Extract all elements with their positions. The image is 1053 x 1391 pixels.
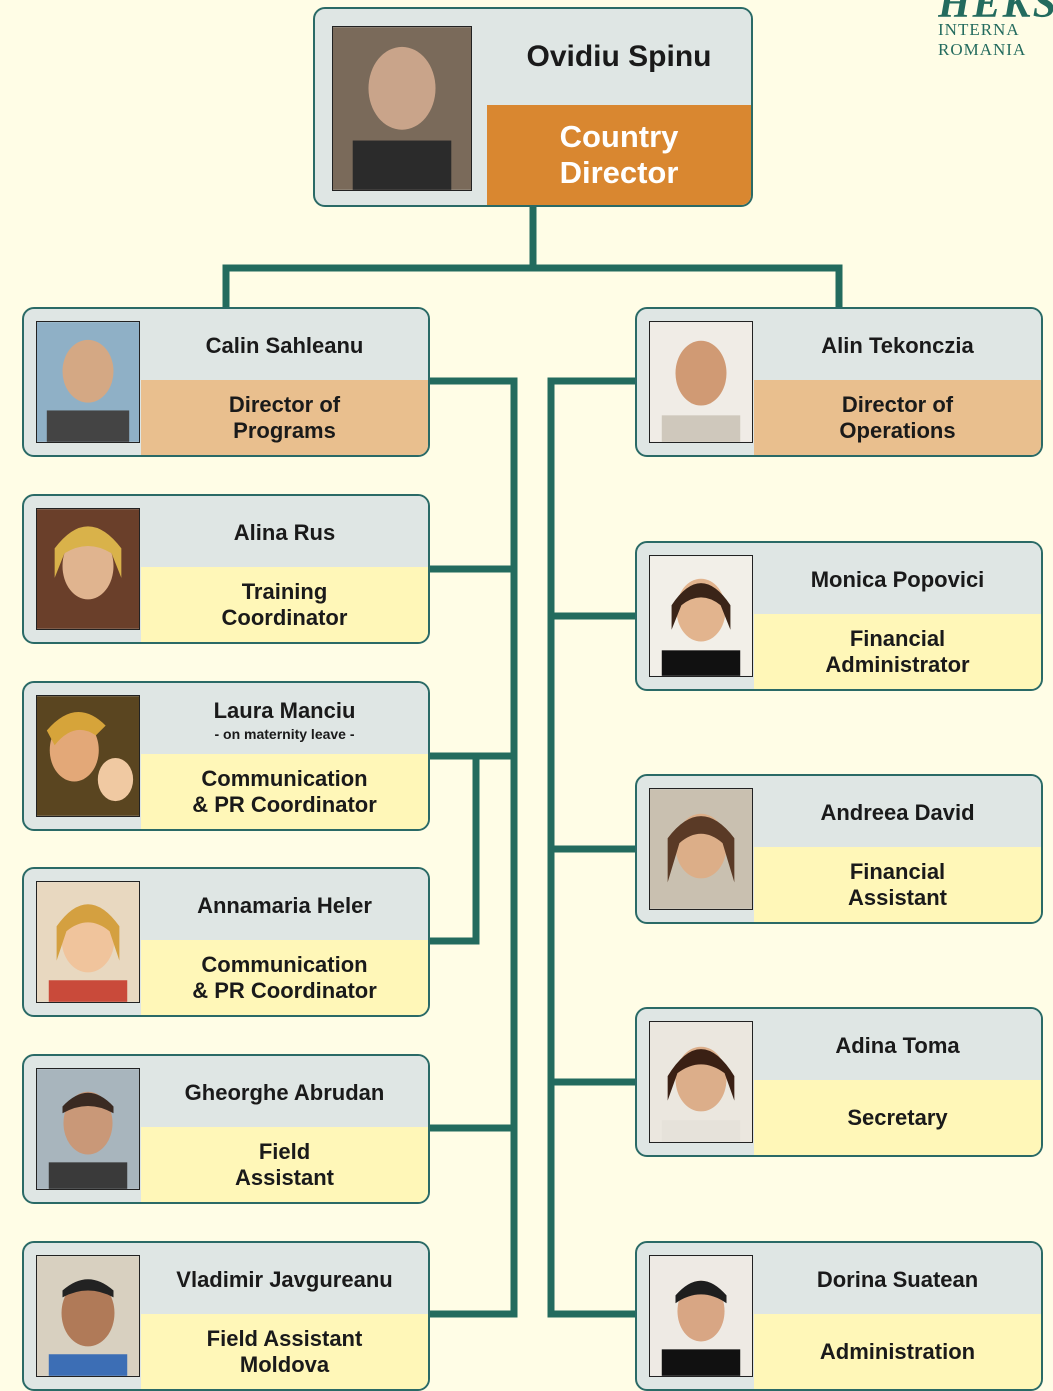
portrait-icon bbox=[37, 696, 139, 816]
person-photo bbox=[649, 555, 753, 677]
person-role: Training Coordinator bbox=[141, 567, 428, 642]
person-photo bbox=[649, 321, 753, 443]
person-role: Director of Programs bbox=[141, 380, 428, 455]
person-name: Vladimir Javgureanu bbox=[141, 1243, 428, 1318]
person-photo bbox=[36, 1255, 140, 1377]
right-card-0: Alin Tekonczia Director of Operations bbox=[635, 307, 1043, 457]
person-note: - on maternity leave - bbox=[214, 725, 355, 742]
person-role: Financial Administrator bbox=[754, 614, 1041, 689]
right-card-1: Monica Popovici Financial Administrator bbox=[635, 541, 1043, 691]
person-role: Secretary bbox=[754, 1080, 1041, 1155]
person-name: Calin Sahleanu bbox=[141, 309, 428, 384]
person-name: Alina Rus bbox=[141, 496, 428, 571]
left-card-4: Gheorghe Abrudan Field Assistant bbox=[22, 1054, 430, 1204]
person-photo bbox=[36, 1068, 140, 1190]
person-photo bbox=[36, 508, 140, 630]
portrait-icon bbox=[37, 509, 139, 629]
person-name: Laura Manciu - on maternity leave - bbox=[141, 683, 428, 758]
brand-logo: HEKS INTERNA ROMANIA bbox=[938, 0, 1053, 70]
portrait-icon bbox=[650, 556, 752, 676]
right-card-2: Andreea David Financial Assistant bbox=[635, 774, 1043, 924]
person-photo bbox=[36, 881, 140, 1003]
person-name: Andreea David bbox=[754, 776, 1041, 851]
portrait-icon bbox=[650, 322, 752, 442]
person-name: Ovidiu Spinu bbox=[487, 9, 751, 107]
portrait-icon bbox=[37, 882, 139, 1002]
left-card-0: Calin Sahleanu Director of Programs bbox=[22, 307, 430, 457]
person-name: Adina Toma bbox=[754, 1009, 1041, 1084]
person-photo bbox=[649, 788, 753, 910]
person-role: Field Assistant Moldova bbox=[141, 1314, 428, 1389]
person-name: Annamaria Heler bbox=[141, 869, 428, 944]
brand-line-1: INTERNA bbox=[938, 20, 1020, 39]
director-photo bbox=[332, 26, 472, 191]
left-card-2: Laura Manciu - on maternity leave - Comm… bbox=[22, 681, 430, 831]
brand-line-2: ROMANIA bbox=[938, 40, 1027, 59]
right-card-4: Dorina Suatean Administration bbox=[635, 1241, 1043, 1391]
person-role: Field Assistant bbox=[141, 1127, 428, 1202]
portrait-icon bbox=[37, 322, 139, 442]
person-role: Country Director bbox=[487, 105, 751, 205]
person-photo bbox=[649, 1021, 753, 1143]
portrait-icon bbox=[37, 1256, 139, 1376]
person-name-text: Laura Manciu bbox=[213, 697, 356, 723]
portrait-icon bbox=[37, 1069, 139, 1189]
person-photo bbox=[649, 1255, 753, 1377]
person-role: Communication & PR Coordinator bbox=[141, 940, 428, 1015]
person-role: Communication & PR Coordinator bbox=[141, 754, 428, 829]
brand-top-word: HEKS bbox=[938, 0, 1053, 27]
portrait-icon bbox=[650, 1022, 752, 1142]
portrait-icon bbox=[333, 27, 471, 190]
person-role: Financial Assistant bbox=[754, 847, 1041, 922]
left-card-3: Annamaria Heler Communication & PR Coord… bbox=[22, 867, 430, 1017]
portrait-icon bbox=[650, 789, 752, 909]
person-name: Alin Tekonczia bbox=[754, 309, 1041, 384]
person-photo bbox=[36, 695, 140, 817]
right-card-3: Adina Toma Secretary bbox=[635, 1007, 1043, 1157]
director-card: Ovidiu Spinu Country Director bbox=[313, 7, 753, 207]
person-photo bbox=[36, 321, 140, 443]
person-role: Director of Operations bbox=[754, 380, 1041, 455]
left-card-5: Vladimir Javgureanu Field Assistant Mold… bbox=[22, 1241, 430, 1391]
person-name: Gheorghe Abrudan bbox=[141, 1056, 428, 1131]
person-role: Administration bbox=[754, 1314, 1041, 1389]
person-name: Monica Popovici bbox=[754, 543, 1041, 618]
left-card-1: Alina Rus Training Coordinator bbox=[22, 494, 430, 644]
person-name: Dorina Suatean bbox=[754, 1243, 1041, 1318]
portrait-icon bbox=[650, 1256, 752, 1376]
